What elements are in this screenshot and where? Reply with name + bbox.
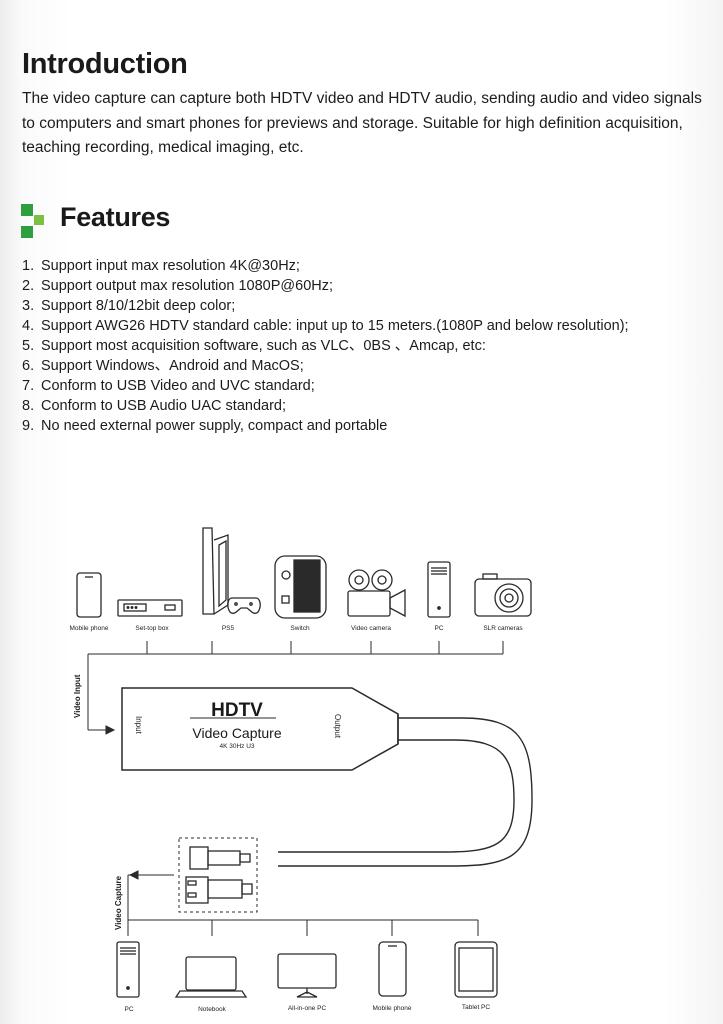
- output-label-notebook: Notebook: [198, 1006, 227, 1013]
- notebook-icon: [174, 956, 248, 998]
- output-label-tablet-pc: Tablet PC: [462, 1004, 490, 1011]
- introduction-title: Introduction: [22, 48, 188, 80]
- video-input-label: Video Input: [73, 674, 82, 718]
- input-label-slr-cameras: SLR cameras: [483, 625, 523, 632]
- input-label-pc: PC: [434, 625, 443, 632]
- feature-item: 1.Support input max resolution 4K@30Hz;: [22, 258, 300, 274]
- set-top-box-icon: [117, 599, 183, 617]
- feature-item: 7.Conform to USB Video and UVC standard;: [22, 378, 315, 394]
- input-label-set-top-box: Set-top box: [135, 625, 169, 632]
- feature-item: 9.No need external power supply, compact…: [22, 418, 388, 434]
- mobile-phone-icon: [378, 941, 407, 997]
- device-title: HDTV: [211, 700, 263, 721]
- output-label-all-in-one-pc: All-in-one PC: [288, 1005, 327, 1012]
- output-bus-lines: [127, 870, 479, 936]
- ps5-console-icon: [202, 527, 261, 615]
- features-title: Features: [60, 202, 171, 232]
- video-camera-icon: [347, 569, 406, 618]
- feature-item: 3.Support 8/10/12bit deep color;: [22, 298, 236, 314]
- video-capture-label: Video Capture: [114, 875, 123, 930]
- input-label-switch: Switch: [290, 625, 310, 632]
- input-label-mobile-phone: Mobile phone: [69, 625, 108, 632]
- input-label-video-camera: Video camera: [351, 625, 391, 632]
- usb-connector-icon: [178, 837, 258, 913]
- output-label-pc: PC: [124, 1006, 133, 1013]
- feature-item: 5.Support most acquisition software, suc…: [22, 338, 486, 354]
- feature-item: 4.Support AWG26 HDTV standard cable: inp…: [22, 318, 629, 334]
- input-bus-lines: [87, 641, 504, 735]
- pc-tower-icon: [116, 941, 140, 998]
- output-label-mobile-phone: Mobile phone: [372, 1005, 411, 1012]
- usb-cable: [278, 717, 533, 867]
- introduction-body: The video capture can capture both HDTV …: [22, 90, 702, 156]
- device-spec: 4K 30Hz U3: [219, 743, 254, 750]
- device-subtitle: Video Capture: [192, 725, 281, 741]
- mobile-phone-icon: [76, 572, 102, 618]
- features-logo-icon: [21, 204, 44, 238]
- device-input-port-label: Input: [134, 716, 143, 735]
- feature-item: 2.Support output max resolution 1080P@60…: [22, 278, 334, 294]
- switch-console-icon: [274, 555, 327, 619]
- pc-tower-icon: [427, 561, 451, 618]
- device-output-port-label: Output: [333, 714, 342, 739]
- slr-camera-icon: [474, 573, 532, 617]
- features-list: 1.Support input max resolution 4K@30Hz; …: [22, 256, 662, 436]
- feature-item: 6.Support Windows、Android and MacOS;: [22, 358, 304, 374]
- tablet-icon: [454, 941, 498, 998]
- all-in-one-pc-icon: [277, 953, 337, 998]
- input-label-ps5: PS5: [222, 625, 235, 632]
- feature-item: 8.Conform to USB Audio UAC standard;: [22, 398, 287, 414]
- capture-device: [121, 687, 399, 771]
